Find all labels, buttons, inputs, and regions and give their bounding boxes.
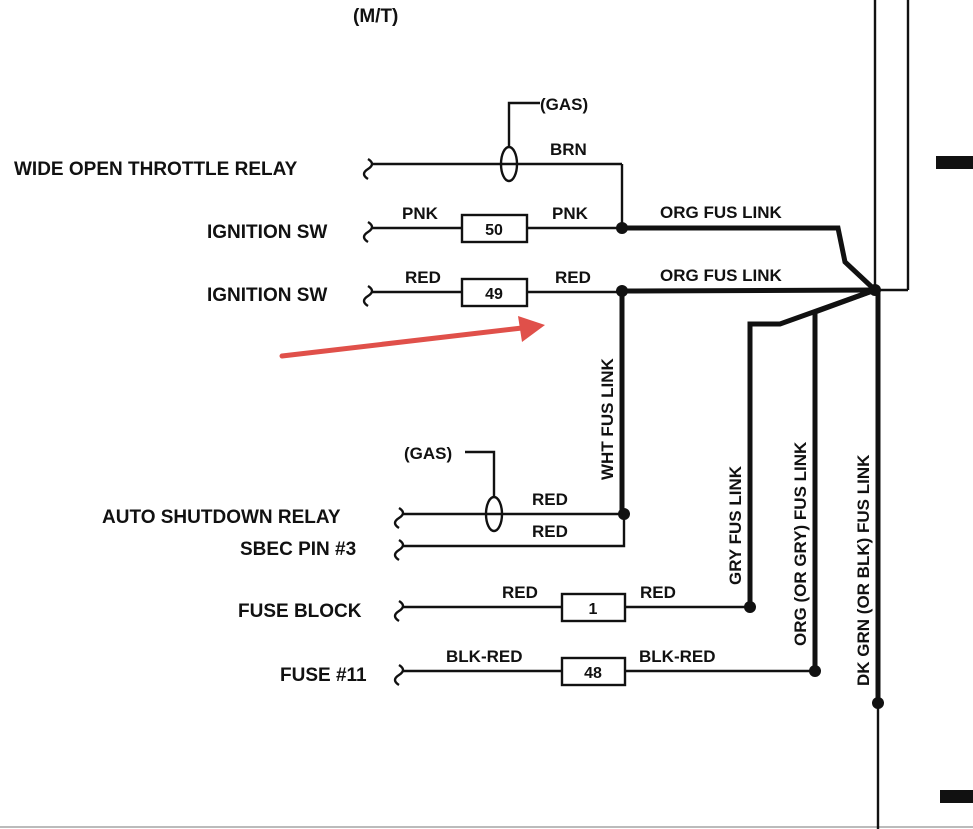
fuse-number-1: 1 xyxy=(589,601,598,618)
org-fus-link-2 xyxy=(621,287,876,294)
main-junction-dot xyxy=(869,284,881,296)
wire-color-red-left: RED xyxy=(405,268,441,287)
splice-dot xyxy=(872,697,884,709)
connector-label-sbec-pin: SBEC PIN #3 xyxy=(240,539,356,560)
wire-color-sbec-red: RED xyxy=(532,522,568,541)
connector-squiggle xyxy=(393,663,405,687)
wire-color-pnk-right: PNK xyxy=(552,204,589,223)
wire-color-pnk-left: PNK xyxy=(402,204,439,223)
connector-label-asd-relay: AUTO SHUTDOWN RELAY xyxy=(102,507,341,528)
annotation-arrow xyxy=(279,316,545,359)
link-label-org-2: ORG FUS LINK xyxy=(660,266,783,285)
org-fus-link-1 xyxy=(622,225,877,292)
fuse-number-49: 49 xyxy=(485,286,503,303)
variant-label: (M/T) xyxy=(353,6,398,27)
wire-color-asd-red: RED xyxy=(532,490,568,509)
connector-label-wot-relay: WIDE OPEN THROTTLE RELAY xyxy=(14,159,298,180)
link-label-gry: GRY FUS LINK xyxy=(726,465,745,585)
fuse-number-50: 50 xyxy=(485,222,503,239)
gas-leader xyxy=(465,450,496,497)
link-label-dk-grn: DK GRN (OR BLK) FUS LINK xyxy=(854,454,873,686)
gas-tag-2: (GAS) xyxy=(404,444,452,463)
link-label-org-1: ORG FUS LINK xyxy=(660,203,783,222)
connector-label-fuse-11: FUSE #11 xyxy=(280,665,367,686)
wire-color-fuse-block-left: RED xyxy=(502,583,538,602)
gas-tag-1: (GAS) xyxy=(540,95,588,114)
connector-label-ignition-sw-2: IGNITION SW xyxy=(207,285,327,306)
connector-squiggle xyxy=(362,157,374,181)
connector-squiggle xyxy=(393,599,405,623)
connector-squiggle xyxy=(393,538,405,562)
wire-sbec-red xyxy=(403,514,626,548)
fuse-number-48: 48 xyxy=(584,665,602,682)
wire-color-fuse-block-right: RED xyxy=(640,583,676,602)
connector-squiggle xyxy=(393,506,405,530)
link-label-wht: WHT FUS LINK xyxy=(598,357,617,480)
splice-dot xyxy=(616,222,628,234)
connector-squiggle xyxy=(362,284,374,308)
wire-color-red-right: RED xyxy=(555,268,591,287)
wire-color-fuse11-right: BLK-RED xyxy=(639,647,716,666)
org-or-gry-fus-link xyxy=(812,287,876,671)
wire-color-fuse11-left: BLK-RED xyxy=(446,647,523,666)
wire-color-brn: BRN xyxy=(550,140,587,159)
connector-label-ignition-sw-1: IGNITION SW xyxy=(207,222,327,243)
gas-leader xyxy=(507,101,540,147)
link-label-org-or-gry: ORG (OR GRY) FUS LINK xyxy=(791,441,810,646)
connector-label-fuse-block: FUSE BLOCK xyxy=(238,601,362,622)
connector-squiggle xyxy=(362,220,374,244)
